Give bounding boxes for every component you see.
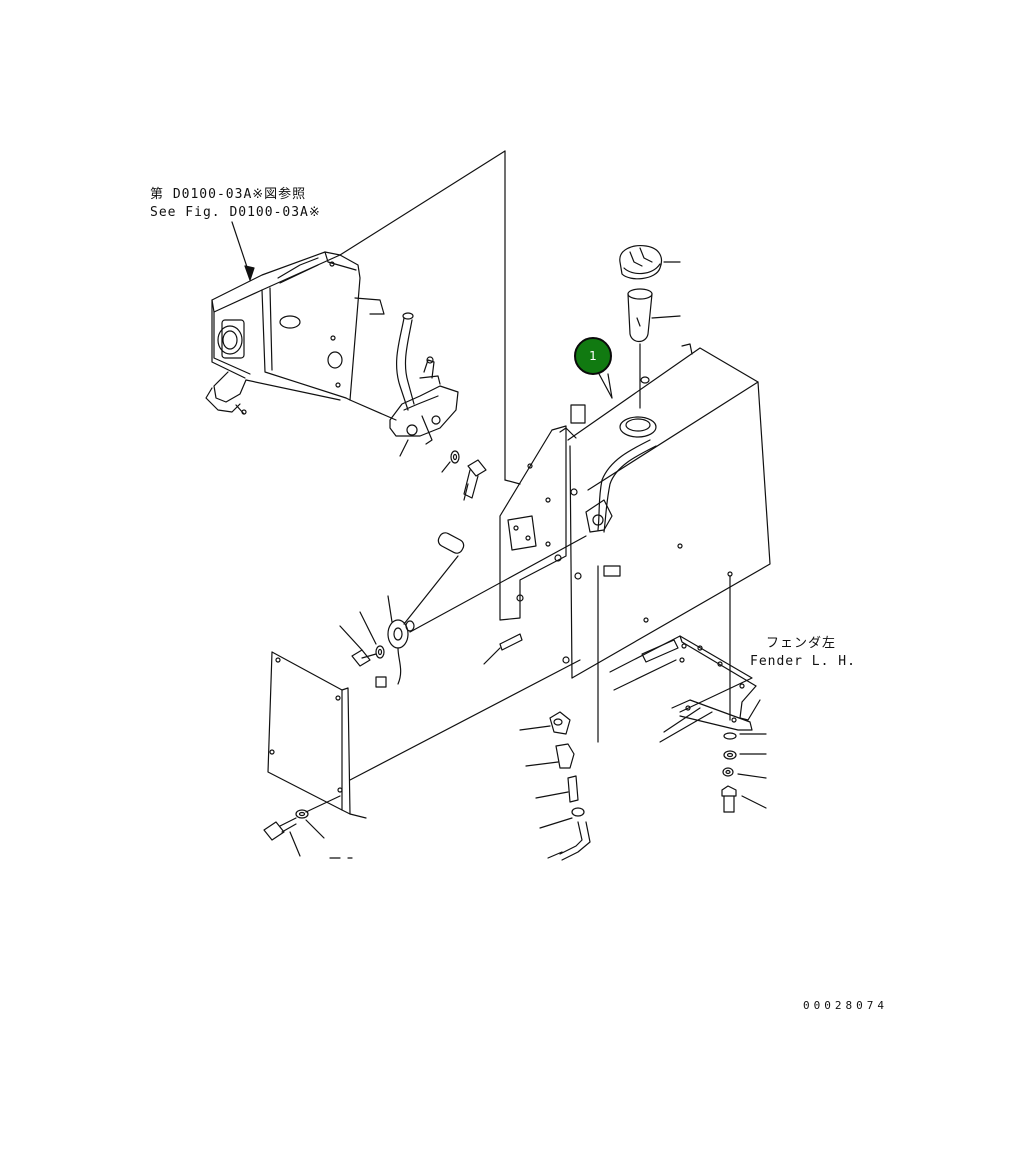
cover-plate: [268, 652, 580, 818]
drain-fittings: [520, 712, 590, 860]
document-number: 00028074: [803, 999, 888, 1012]
lever-assembly: [390, 313, 458, 456]
fender-hardware: [722, 733, 766, 812]
rubber-pad: [484, 634, 522, 664]
reference-leader: [232, 222, 254, 280]
lever-mount-hardware: [442, 451, 486, 500]
upper-bracket: [206, 252, 384, 414]
tank-mount-plate: [500, 426, 612, 742]
fender-label-en: Fender L. H.: [750, 654, 856, 669]
lever-rod-hardware: [340, 596, 392, 666]
fuel-strainer: [628, 289, 680, 408]
part-callout-badge[interactable]: 1: [574, 337, 612, 375]
fender-bracket: [610, 636, 760, 742]
part-callout-number: 1: [589, 349, 597, 363]
fender-label-jp: フェンダ左: [766, 636, 837, 651]
cover-plate-hardware: [264, 796, 352, 858]
lever-rod: [376, 531, 586, 687]
fuel-cap: [620, 246, 680, 279]
reference-note-en: See Fig. D0100-03A※: [150, 205, 321, 220]
projection-lines: [340, 151, 520, 484]
reference-note-jp: 第 D0100-03A※図参照: [150, 187, 307, 202]
fuel-tank: [560, 344, 770, 720]
callout-leader: [598, 372, 612, 398]
